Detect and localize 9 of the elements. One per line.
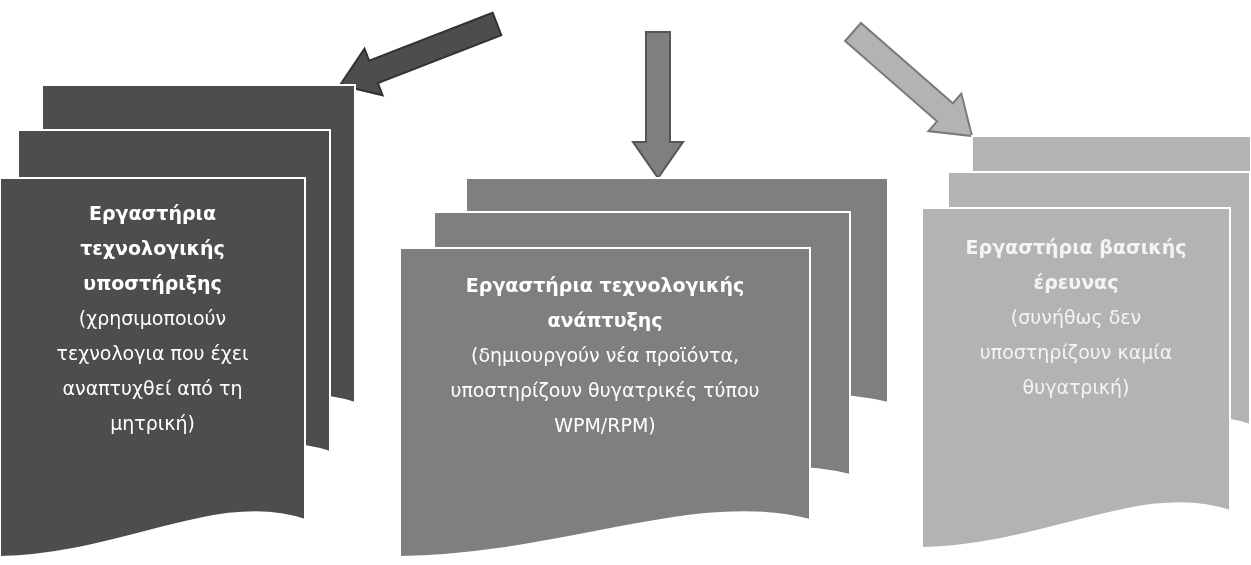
lab-title: Εργαστήρια βασικής έρευνας [964,235,1188,295]
lab-title: Εργαστήρια τεχνολογικής υποστήριξης [79,201,226,296]
block-arrow [843,21,974,138]
block-arrow [631,31,685,180]
lab-title: Εργαστήρια τεχνολογικής ανάπτυξης [464,273,746,333]
lab-description: (συνήθως δεν υποστηρίζουν καμία θυγατρική) [978,305,1174,400]
lab-description: (χρησιμοποιούν τεχνολογια που έχει αναπτυχθεί από τη μητρική) [55,306,250,436]
block-arrow [338,11,503,97]
lab-description: (δημιουργούν νέα προϊόντα, υποστηρίζουν θυγατρικές τύπου WPM/RPM) [449,343,761,438]
